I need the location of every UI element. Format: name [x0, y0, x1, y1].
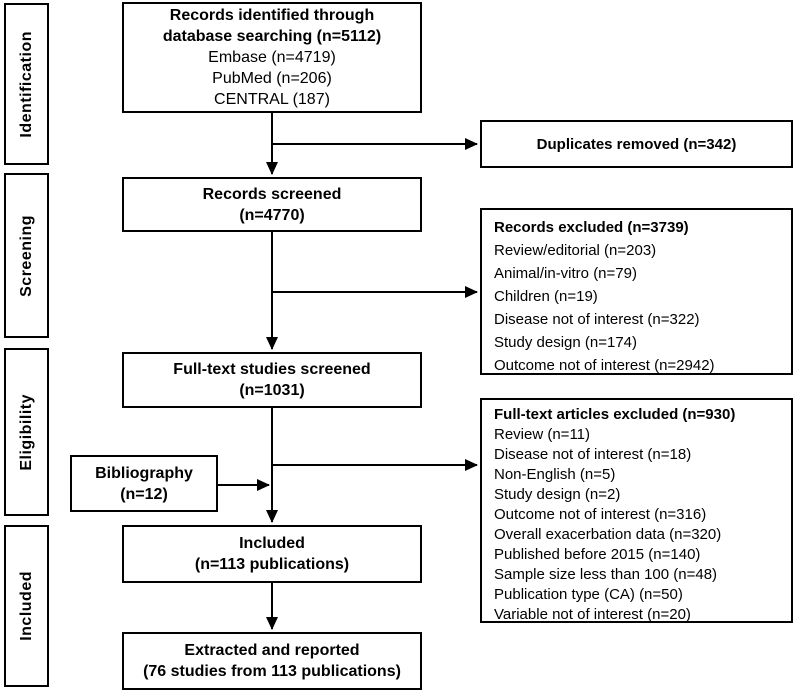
box-bibliography: Bibliography (n=12): [70, 455, 218, 512]
fulltext-excluded-reason: Disease not of interest (n=18): [494, 446, 692, 463]
records-identified-title-line1: Records identified through: [169, 7, 375, 24]
box-records-screened: Records screened (n=4770): [122, 177, 422, 232]
stage-identification: Identification: [4, 3, 49, 165]
fulltext-excluded-reason: Study design (n=2): [494, 486, 621, 503]
included-line1: Included: [239, 535, 305, 552]
extracted-reported-line2: (76 studies from 113 publications): [143, 663, 401, 680]
records-screened-line2: (n=4770): [239, 206, 305, 224]
records-excluded-title: Records excluded (n=3739): [494, 219, 689, 236]
fulltext-excluded-reason: Sample size less than 100 (n=48): [494, 566, 718, 583]
records-excluded-reason: Animal/in-vitro (n=79): [494, 265, 637, 282]
fulltext-excluded-reason: Outcome not of interest (n=316): [494, 506, 707, 523]
stage-included-label: Included: [17, 571, 35, 641]
records-excluded-reason: Study design (n=174): [494, 334, 638, 351]
stage-included: Included: [4, 525, 49, 687]
records-excluded-reason: Outcome not of interest (n=2942): [494, 357, 715, 374]
fulltext-screened-line1: Full-text studies screened: [173, 361, 371, 378]
fulltext-excluded-reason: Variable not of interest (n=20): [494, 606, 691, 623]
box-records-identified: Records identified through database sear…: [122, 2, 422, 113]
records-identified-source-embase: Embase (n=4719): [208, 49, 336, 66]
stage-identification-label: Identification: [17, 30, 35, 138]
records-identified-source-central: CENTRAL (187): [214, 91, 330, 108]
records-excluded-reason: Disease not of interest (n=322): [494, 311, 700, 328]
records-identified-source-pubmed: PubMed (n=206): [212, 70, 332, 87]
bibliography-line1: Bibliography: [95, 464, 193, 482]
box-included: Included (n=113 publications): [122, 525, 422, 583]
stage-eligibility-label: Eligibility: [17, 393, 35, 471]
box-fulltext-screened: Full-text studies screened (n=1031): [122, 352, 422, 408]
records-screened-line1: Records screened: [202, 185, 342, 203]
duplicates-removed-title: Duplicates removed (n=342): [536, 135, 737, 153]
records-excluded-reason: Children (n=19): [494, 288, 598, 305]
box-records-excluded: Records excluded (n=3739) Review/editori…: [480, 208, 793, 375]
records-identified-title-line2: database searching (n=5112): [162, 28, 382, 45]
extracted-reported-line1: Extracted and reported: [184, 642, 360, 659]
box-duplicates-removed: Duplicates removed (n=342): [480, 120, 793, 168]
box-fulltext-excluded: Full-text articles excluded (n=930) Revi…: [480, 398, 793, 623]
stage-screening: Screening: [4, 173, 49, 338]
fulltext-screened-line2: (n=1031): [239, 382, 305, 399]
stage-screening-label: Screening: [17, 214, 35, 297]
fulltext-excluded-reason: Non-English (n=5): [494, 466, 616, 483]
fulltext-excluded-reason: Publication type (CA) (n=50): [494, 586, 683, 603]
fulltext-excluded-title: Full-text articles excluded (n=930): [494, 406, 736, 423]
fulltext-excluded-reason: Published before 2015 (n=140): [494, 546, 701, 563]
records-excluded-reason: Review/editorial (n=203): [494, 242, 657, 259]
box-extracted-reported: Extracted and reported (76 studies from …: [122, 632, 422, 690]
included-line2: (n=113 publications): [194, 556, 350, 573]
fulltext-excluded-reason: Overall exacerbation data (n=320): [494, 526, 722, 543]
bibliography-line2: (n=12): [120, 485, 168, 503]
fulltext-excluded-reason: Review (n=11): [494, 426, 591, 443]
stage-eligibility: Eligibility: [4, 348, 49, 516]
